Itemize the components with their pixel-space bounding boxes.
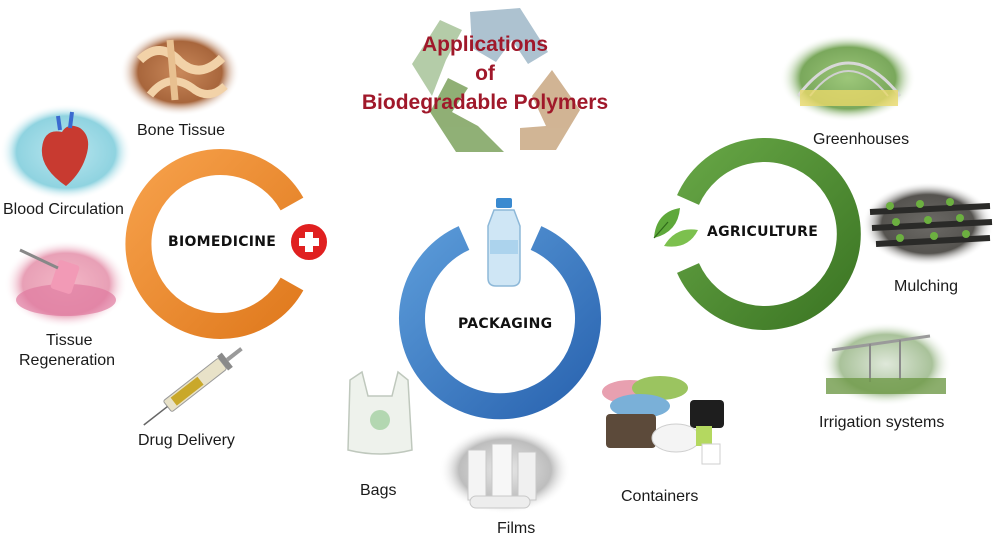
packaging-label: PACKAGING <box>458 316 553 332</box>
label-regeneration: Regeneration <box>19 352 116 369</box>
films-image <box>439 426 571 514</box>
agriculture-label: AGRICULTURE <box>707 224 819 240</box>
label-mulching: Mulching <box>894 278 959 295</box>
label-blood-circulation: Blood Circulation <box>3 201 124 218</box>
bag-image <box>347 370 413 455</box>
recycle-icon <box>412 8 580 152</box>
title-line-1: Applications <box>421 33 548 56</box>
label-containers: Containers <box>621 488 699 505</box>
title-line-3: Biodegradable Polymers <box>361 91 609 114</box>
diagram-title: Applications of Biodegradable Polymers <box>330 30 640 117</box>
medical-cross-icon <box>289 222 329 262</box>
heart-image <box>0 104 132 200</box>
biomedicine-label: BIOMEDICINE <box>168 234 277 250</box>
irrigation-image <box>820 322 952 406</box>
biomedicine-ring <box>125 149 304 339</box>
leaf-icon <box>653 208 698 247</box>
label-drug-delivery: Drug Delivery <box>138 432 235 449</box>
label-bags: Bags <box>360 482 397 499</box>
containers-image <box>602 376 724 465</box>
mulching-image <box>862 182 994 266</box>
label-films: Films <box>497 520 536 537</box>
greenhouse-image <box>780 34 916 122</box>
agriculture-ring <box>677 138 861 330</box>
syringe-icon <box>143 347 243 426</box>
title-line-2: of <box>475 62 495 85</box>
packaging-ring <box>399 226 601 420</box>
bottle-icon <box>487 198 521 287</box>
tissue-image <box>4 240 128 328</box>
bone-tissue-image <box>120 28 240 116</box>
label-greenhouses: Greenhouses <box>813 131 910 148</box>
label-bone-tissue: Bone Tissue <box>137 122 226 139</box>
label-irrigation-systems: Irrigation systems <box>819 414 945 431</box>
label-tissue: Tissue <box>46 332 93 349</box>
